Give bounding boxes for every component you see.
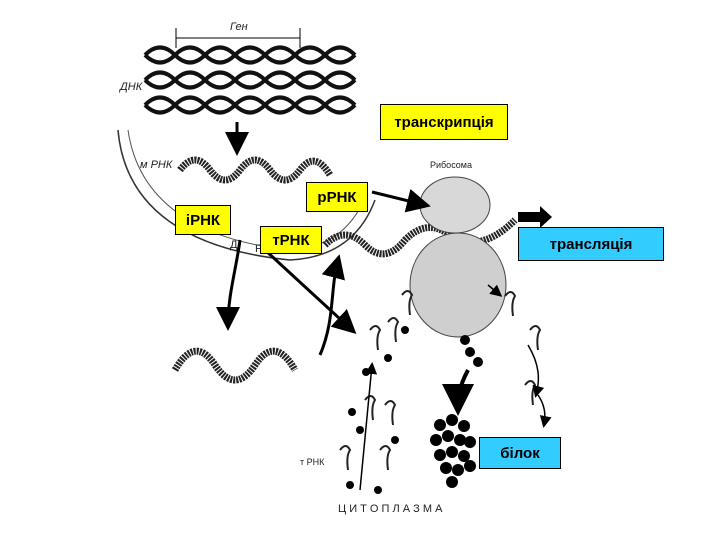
protein-cluster [430,414,476,488]
trna-small-label: т РНК [300,457,325,467]
transcription-label: транскрипція [380,104,508,140]
ribosome-label: Рибосома [430,160,472,170]
mrna-strand-nucleus [177,156,334,184]
amino-acids [346,326,409,494]
dna-double-helix [143,45,357,115]
nucleus-letter-r: Р [255,243,262,255]
cytoplasm-label: Ц И Т О П Л А З М А [338,503,443,515]
arrow-trna-exit [527,344,545,398]
polypeptide-chain [460,335,483,367]
mrna-strand-cytoplasm [171,347,299,384]
trna-label: тРНК [260,226,322,254]
translation-label: трансляція [518,227,664,261]
ribosome-small-subunit [419,176,491,234]
translation-arrow-body [518,212,540,222]
mrna-label: м РНК [140,159,173,171]
rrna-label: рРНК [306,182,368,212]
irna-label: іРНК [175,205,231,235]
trna-molecules [339,290,542,471]
arrow-ribosome-out [487,284,503,297]
gene-label: Ген [230,21,248,33]
ribosome-large-subunit [409,232,507,338]
arrow-trna-exit-2 [537,394,552,428]
arrow-trna [263,248,357,335]
arrow-mrna-to-ribosome [318,254,345,356]
nucleus-letter-d: Д [230,239,238,251]
arrow-trna-up [359,362,378,491]
arrow-rrna-to-ribosome [371,189,431,213]
protein-label: білок [479,437,561,469]
dna-label: ДНК [118,81,143,93]
arrow-mrna-export [216,239,242,331]
translation-arrow-head [540,206,552,228]
arrow-to-protein [442,369,475,416]
